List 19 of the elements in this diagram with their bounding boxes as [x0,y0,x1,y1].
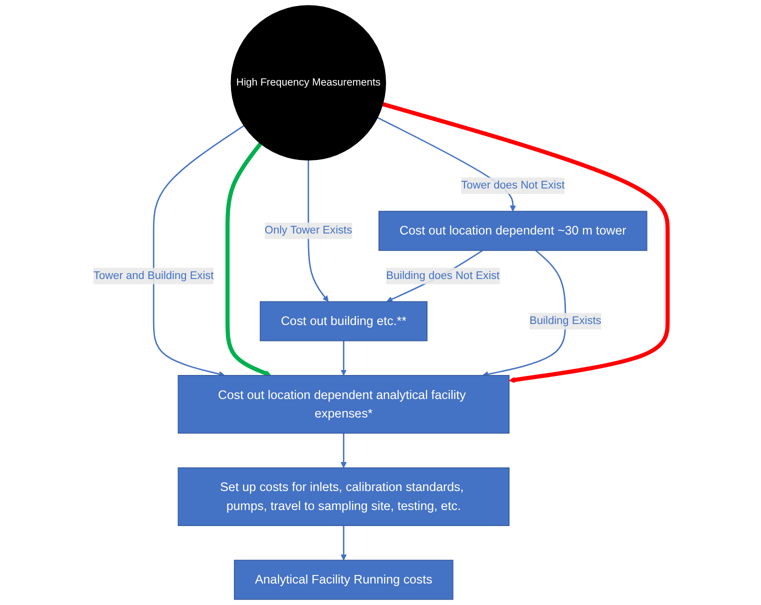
arrow [340,340,347,376]
edge-label: Building Exists [529,314,602,327]
arrow [340,433,347,468]
arrow [225,142,272,376]
node-box: Analytical Facility Running costs [234,560,454,600]
node-box: Cost out location dependent ~30 m tower [378,210,648,251]
node-box: Cost out building etc.** [260,301,428,342]
arrow [308,160,328,302]
arrow [340,526,347,560]
arrow [152,125,244,377]
arrow [382,102,670,383]
node-box: Set up costs for inlets, calibration standards, pumps, travel to sampling site, testing, etc. [178,467,510,526]
node-box: Cost out location dependent analytical facility expenses* [178,375,510,434]
arrow [482,250,566,378]
edge-label: Building does Not Exist [386,270,500,282]
edge-label: Tower does Not Exist [461,179,565,192]
edge-label: Only Tower Exists [264,224,352,236]
node-circle: High Frequency Measurements [230,5,386,161]
edge-label: Tower and Building Exist [93,270,214,282]
